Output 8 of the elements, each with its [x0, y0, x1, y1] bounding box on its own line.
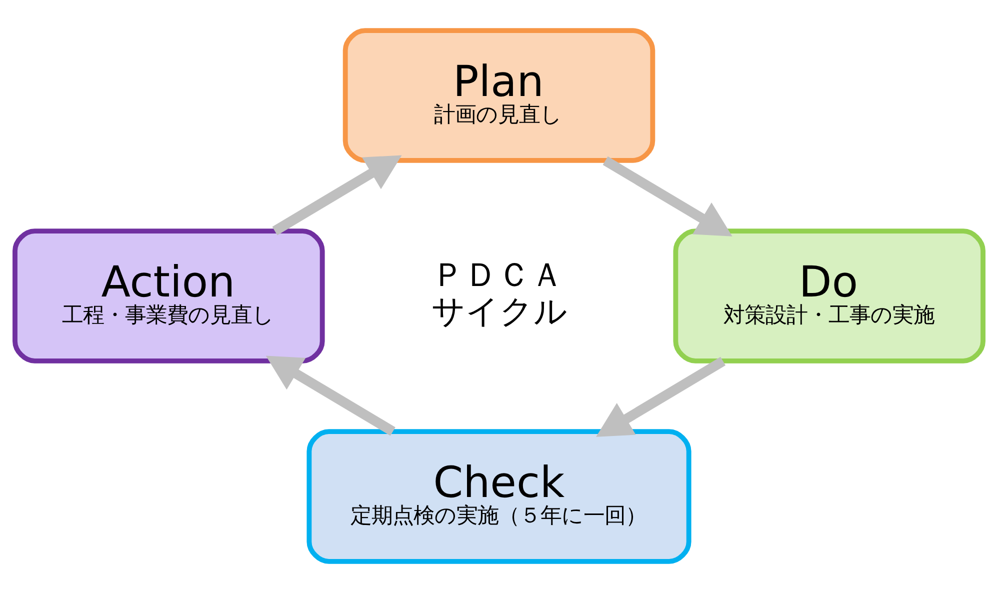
arrow [596, 356, 726, 437]
arrow [602, 156, 732, 236]
node-box: Plan 計画の見直し [342, 28, 656, 163]
arrow [266, 356, 396, 436]
arrow [272, 155, 402, 236]
node-box: Action 工程・事業費の見直し [12, 228, 325, 364]
node-box: Do 対策設計・工事の実施 [673, 228, 986, 364]
node-box: Check 定期点検の実施（５年に一回） [306, 429, 692, 564]
